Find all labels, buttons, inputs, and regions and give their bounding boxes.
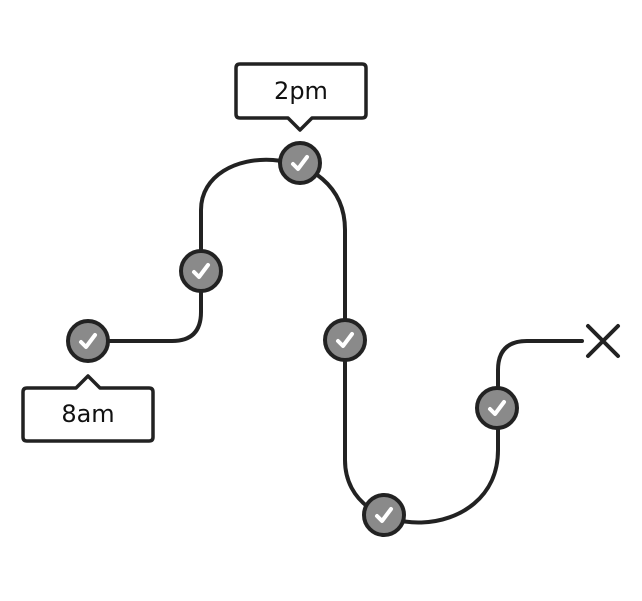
route-path [108, 157, 584, 525]
checkpoint-node [323, 318, 367, 362]
checkpoint-node [66, 319, 110, 363]
close-icon [586, 324, 620, 358]
check-icon [291, 155, 309, 171]
check-icon [79, 333, 97, 349]
start-time-label: 8am [61, 400, 114, 428]
checkpoint-node [475, 386, 519, 430]
peak-time-callout: 2pm [234, 62, 368, 132]
end-marker [586, 324, 620, 358]
check-icon [375, 507, 393, 523]
checkpoint-node [362, 493, 406, 537]
start-time-callout: 8am [21, 374, 155, 443]
check-icon [488, 400, 506, 416]
checkpoint-node [278, 141, 322, 185]
check-icon [336, 332, 354, 348]
check-icon [192, 263, 210, 279]
peak-time-label: 2pm [274, 77, 328, 105]
checkpoint-node [179, 249, 223, 293]
